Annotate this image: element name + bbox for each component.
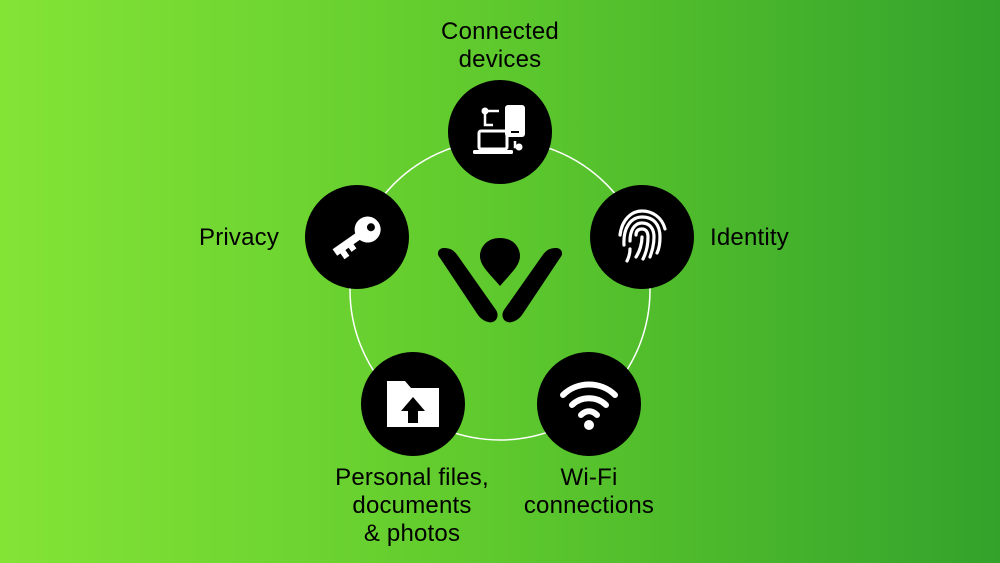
wifi-icon bbox=[560, 381, 618, 430]
label-identity: Identity bbox=[710, 224, 789, 252]
node-wifi bbox=[537, 352, 641, 456]
node-identity bbox=[590, 185, 694, 289]
label-line: connections bbox=[523, 492, 655, 519]
node-personal-files bbox=[361, 352, 465, 456]
label-personal-files: Personal files, documents & photos bbox=[322, 464, 502, 548]
label-line: documents bbox=[352, 492, 472, 519]
label-privacy: Privacy bbox=[199, 224, 279, 252]
label-line: Privacy bbox=[199, 224, 280, 251]
fingerprint-icon bbox=[618, 209, 667, 263]
label-line: Personal files, bbox=[335, 464, 489, 491]
connected-devices-icon bbox=[473, 105, 525, 154]
brand-logo-icon bbox=[437, 238, 563, 323]
node-connected-devices bbox=[448, 80, 552, 184]
key-icon bbox=[332, 216, 381, 260]
label-line: Wi-Fi bbox=[560, 464, 618, 491]
folder-upload-icon bbox=[387, 381, 439, 427]
node-privacy bbox=[305, 185, 409, 289]
label-line: Identity bbox=[710, 224, 789, 251]
label-connected-devices: Connected devices bbox=[430, 18, 570, 74]
label-line: & photos bbox=[363, 520, 461, 547]
label-line: Connected bbox=[441, 18, 559, 45]
label-line: devices bbox=[458, 46, 542, 73]
label-wifi: Wi-Fi connections bbox=[508, 464, 670, 520]
